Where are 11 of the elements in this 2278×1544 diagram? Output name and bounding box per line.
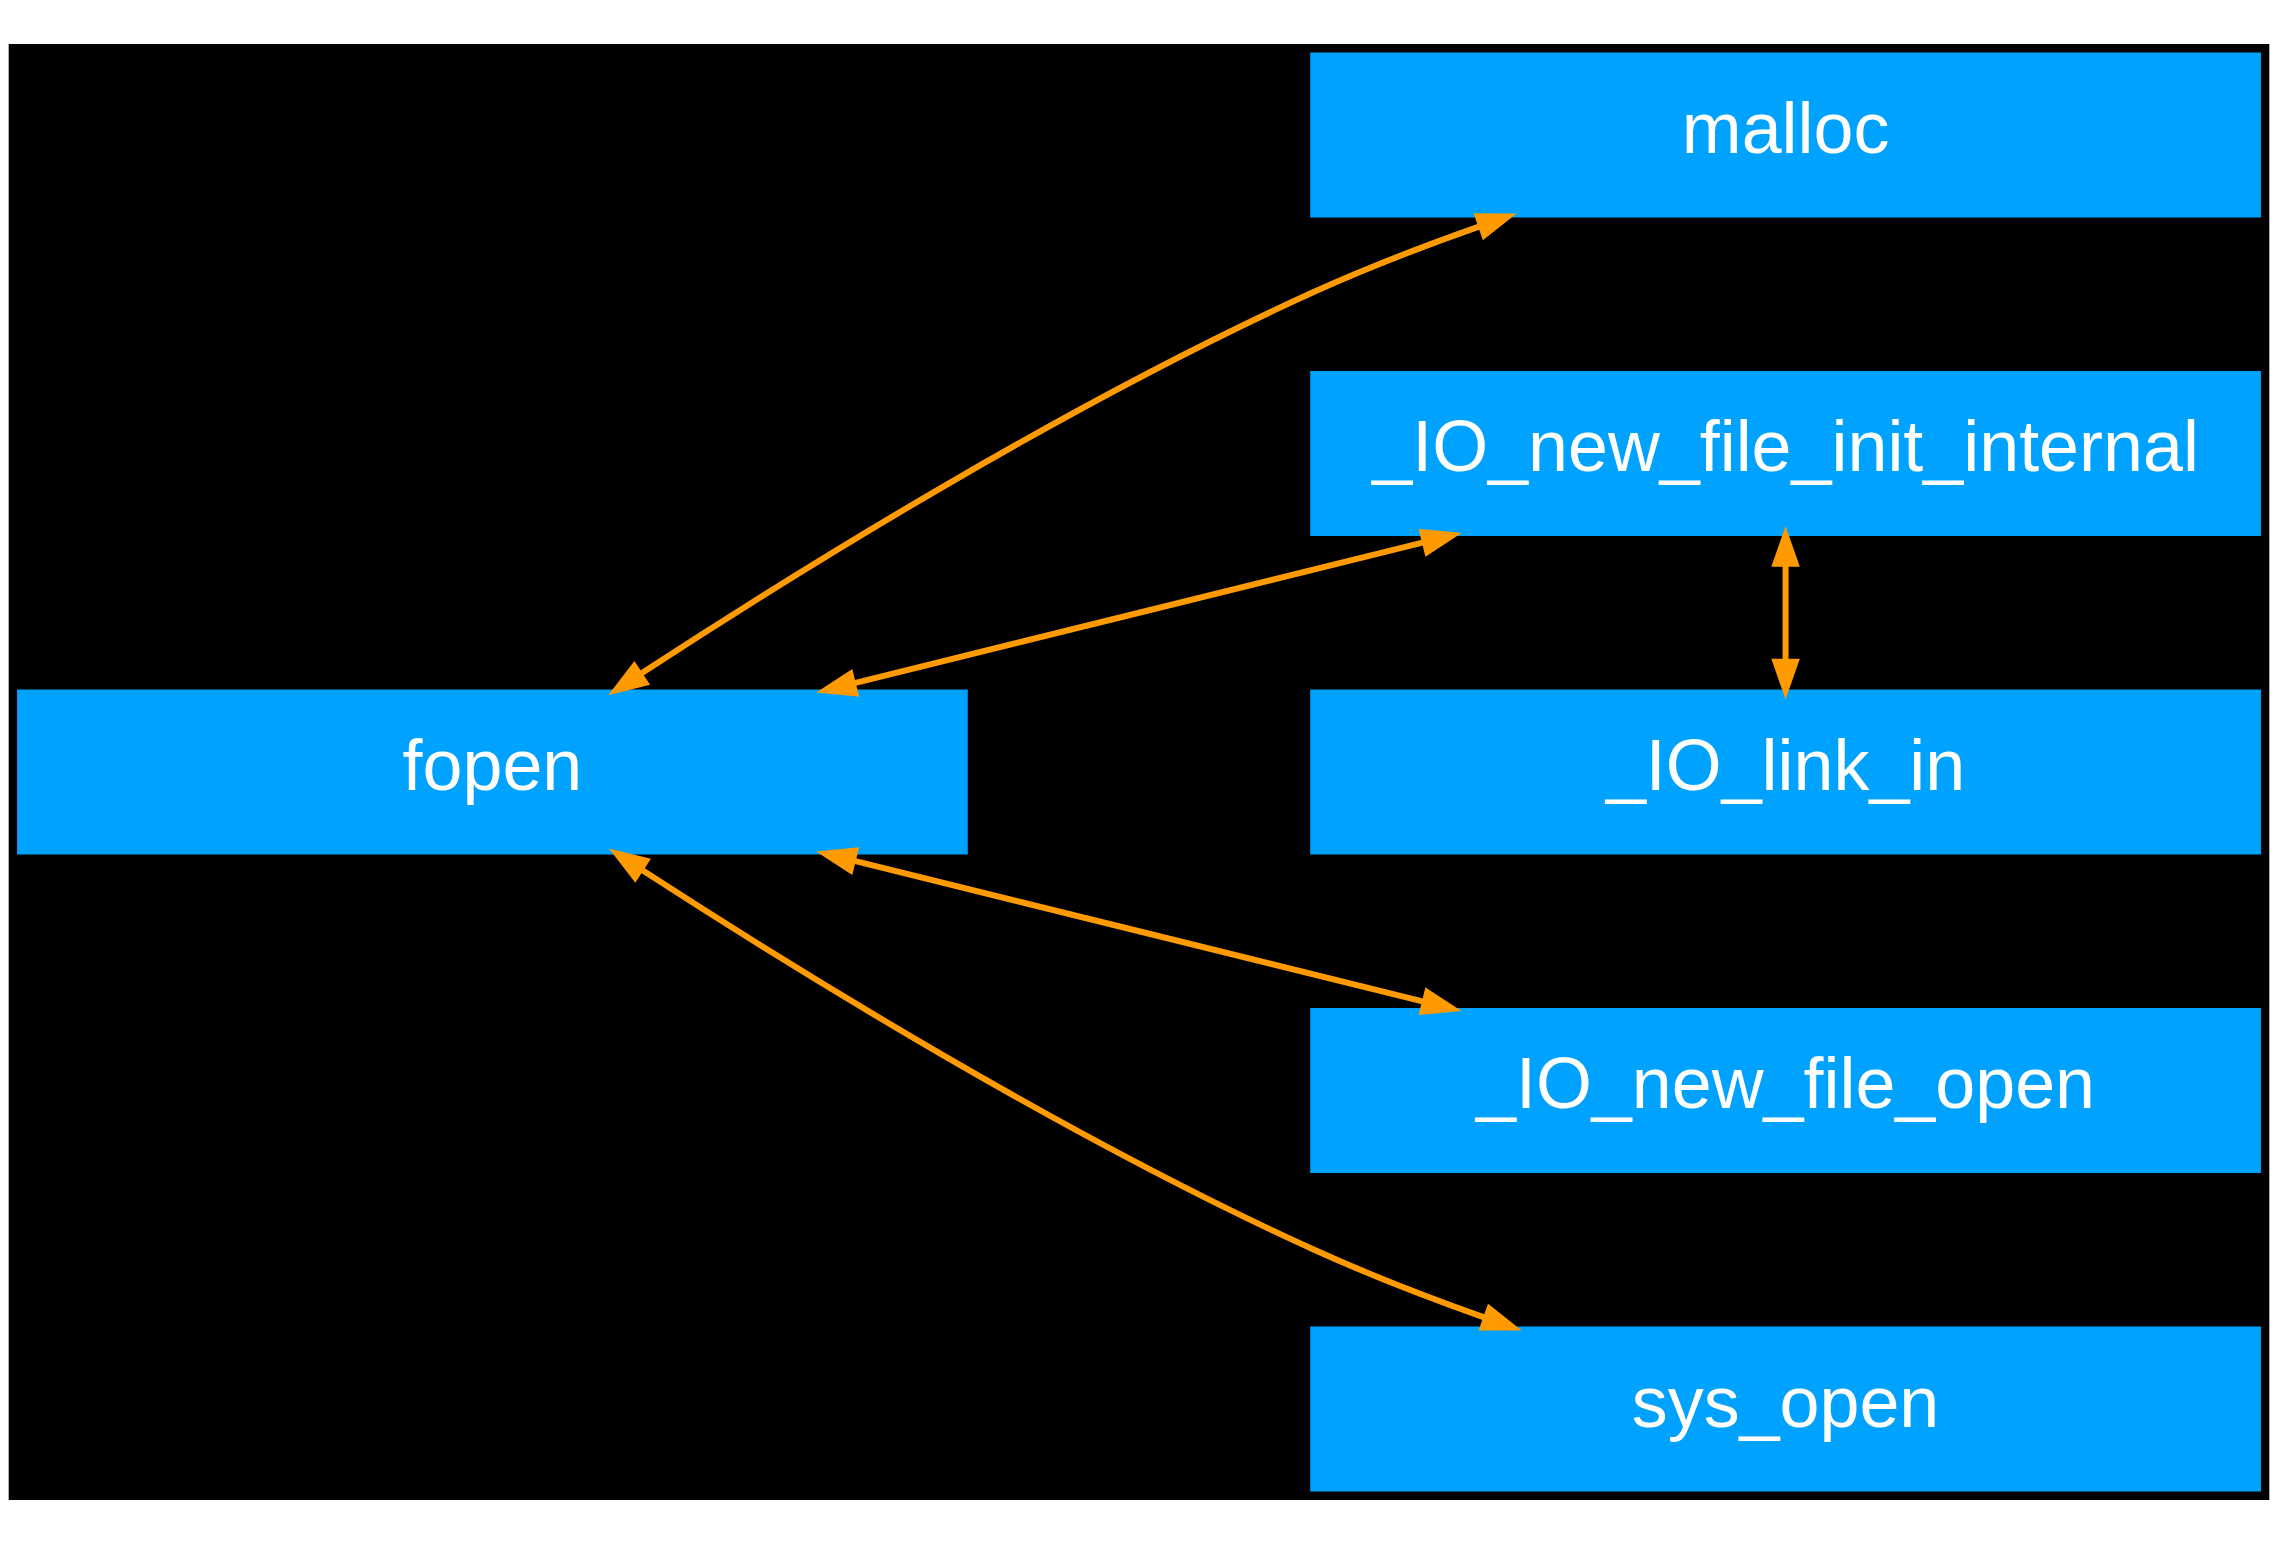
arrow: [816, 528, 1462, 697]
node-box: malloc: [1310, 52, 2261, 218]
node-box: _IO_link_in: [1310, 689, 2261, 855]
arrow: [608, 213, 1517, 696]
arrow: [1771, 525, 1800, 700]
node-box: sys_open: [1310, 1326, 2261, 1492]
node-box: _IO_new_file_open: [1310, 1007, 2261, 1174]
node-box: _IO_new_file_init_internal: [1310, 370, 2261, 537]
arrow: [816, 847, 1462, 1016]
arrow: [608, 848, 1522, 1331]
node-box: fopen: [17, 689, 968, 855]
